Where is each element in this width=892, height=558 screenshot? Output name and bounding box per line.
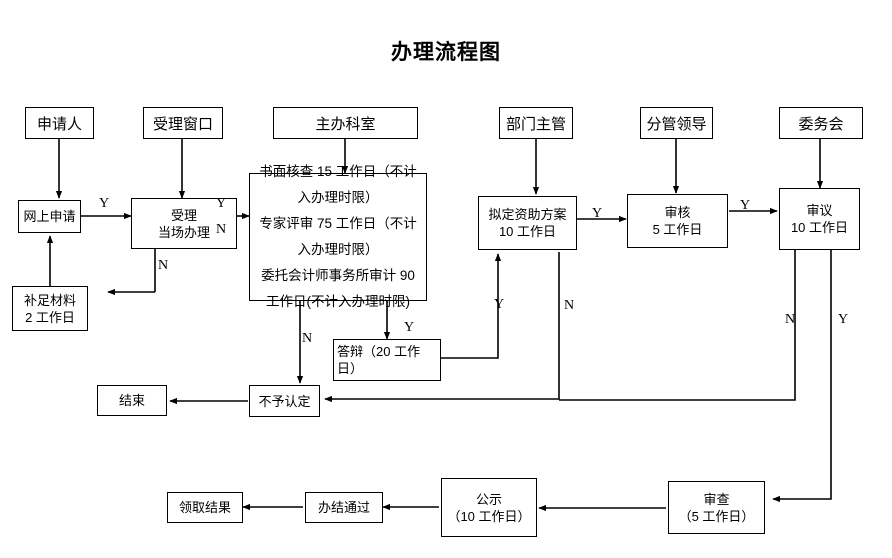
node-accept-window-label: 受理窗口 <box>152 115 213 133</box>
node-publicity-line1: 公示 <box>475 491 502 507</box>
node-get-result-label: 领取结果 <box>178 500 231 515</box>
edge-label-plan-out-y: Y <box>592 206 603 221</box>
node-verify[interactable]: 审核 5 工作日 <box>627 194 728 248</box>
edge-label-accept-out-y: Y <box>216 196 227 211</box>
node-defense[interactable]: 答辩（20 工作日） <box>333 339 441 381</box>
node-supplement-line2: 2 工作日 <box>25 309 75 325</box>
node-dept-head[interactable]: 部门主管 <box>499 107 573 139</box>
node-reject[interactable]: 不予认定 <box>249 385 320 417</box>
edge-label-plan-down-n: N <box>564 298 575 313</box>
node-vice-leader-label: 分管领导 <box>646 115 707 133</box>
edge-label-verify-out-y: Y <box>740 198 751 213</box>
node-committee-label: 委务会 <box>798 115 844 133</box>
node-review-lines[interactable]: 书面核查 15 工作日（不计入办理时限） 专家评审 75 工作日（不计入办理时限… <box>249 164 427 309</box>
node-done-pass[interactable]: 办结通过 <box>305 492 383 523</box>
node-accept-line2: 当场办理 <box>157 224 210 240</box>
node-end-label: 结束 <box>118 393 145 408</box>
edge-label-deliberate-n: N <box>785 312 796 327</box>
node-supplement-line1: 补足材料 <box>23 292 76 308</box>
edge-label-review-down-n: N <box>302 331 313 346</box>
node-defense-label: 答辩（20 工作日） <box>337 344 421 376</box>
node-examine[interactable]: 审查 （5 工作日） <box>668 481 765 534</box>
node-deliberate-line2: 10 工作日 <box>790 220 849 235</box>
node-plan-line2: 10 工作日 <box>498 224 557 239</box>
node-applicant-label: 申请人 <box>36 115 82 133</box>
node-dept-head-label: 部门主管 <box>505 115 566 133</box>
node-supplement[interactable]: 补足材料 2 工作日 <box>12 286 88 331</box>
edge-label-defense-up-y: Y <box>494 297 505 312</box>
node-done-pass-label: 办结通过 <box>317 500 370 515</box>
edge-label-deliberate-y: Y <box>838 312 849 327</box>
node-plan[interactable]: 拟定资助方案 10 工作日 <box>478 196 577 250</box>
node-plan-line1: 拟定资助方案 <box>488 207 567 222</box>
node-deliberate-line1: 审议 <box>806 203 833 218</box>
node-review-line3: 委托会计师事务所审计 90 工作日(不计入办理时限) <box>261 268 415 309</box>
node-verify-line2: 5 工作日 <box>652 222 703 237</box>
node-online-apply[interactable]: 网上申请 <box>18 200 81 233</box>
node-accept-window[interactable]: 受理窗口 <box>143 107 223 139</box>
edge-label-review-to-defense-y: Y <box>404 320 415 335</box>
node-main-dept-label: 主办科室 <box>315 115 376 133</box>
node-examine-line2: （5 工作日） <box>678 508 755 524</box>
node-get-result[interactable]: 领取结果 <box>167 492 243 523</box>
edge-label-apply-to-accept: Y <box>99 196 110 211</box>
page-title: 办理流程图 <box>391 40 501 64</box>
node-review-line2: 专家评审 75 工作日（不计入办理时限） <box>259 216 417 257</box>
node-deliberate[interactable]: 审议 10 工作日 <box>779 188 860 250</box>
node-reject-label: 不予认定 <box>258 393 311 409</box>
node-vice-leader[interactable]: 分管领导 <box>640 107 713 139</box>
node-accept[interactable]: 受理 当场办理 <box>131 198 237 249</box>
node-publicity[interactable]: 公示 （10 工作日） <box>441 478 537 537</box>
node-review-line1: 书面核查 15 工作日（不计入办理时限） <box>259 164 417 205</box>
node-verify-line1: 审核 <box>664 205 691 220</box>
node-committee[interactable]: 委务会 <box>779 107 863 139</box>
node-end[interactable]: 结束 <box>97 385 167 416</box>
node-accept-line1: 受理 <box>170 207 197 223</box>
node-main-dept[interactable]: 主办科室 <box>273 107 418 139</box>
edge-label-accept-down-n: N <box>158 258 169 273</box>
node-publicity-line2: （10 工作日） <box>447 508 531 524</box>
node-online-apply-label: 网上申请 <box>23 209 76 224</box>
node-applicant[interactable]: 申请人 <box>25 107 94 139</box>
node-examine-line1: 审查 <box>703 491 730 507</box>
edge-label-accept-out-n: N <box>216 222 227 237</box>
